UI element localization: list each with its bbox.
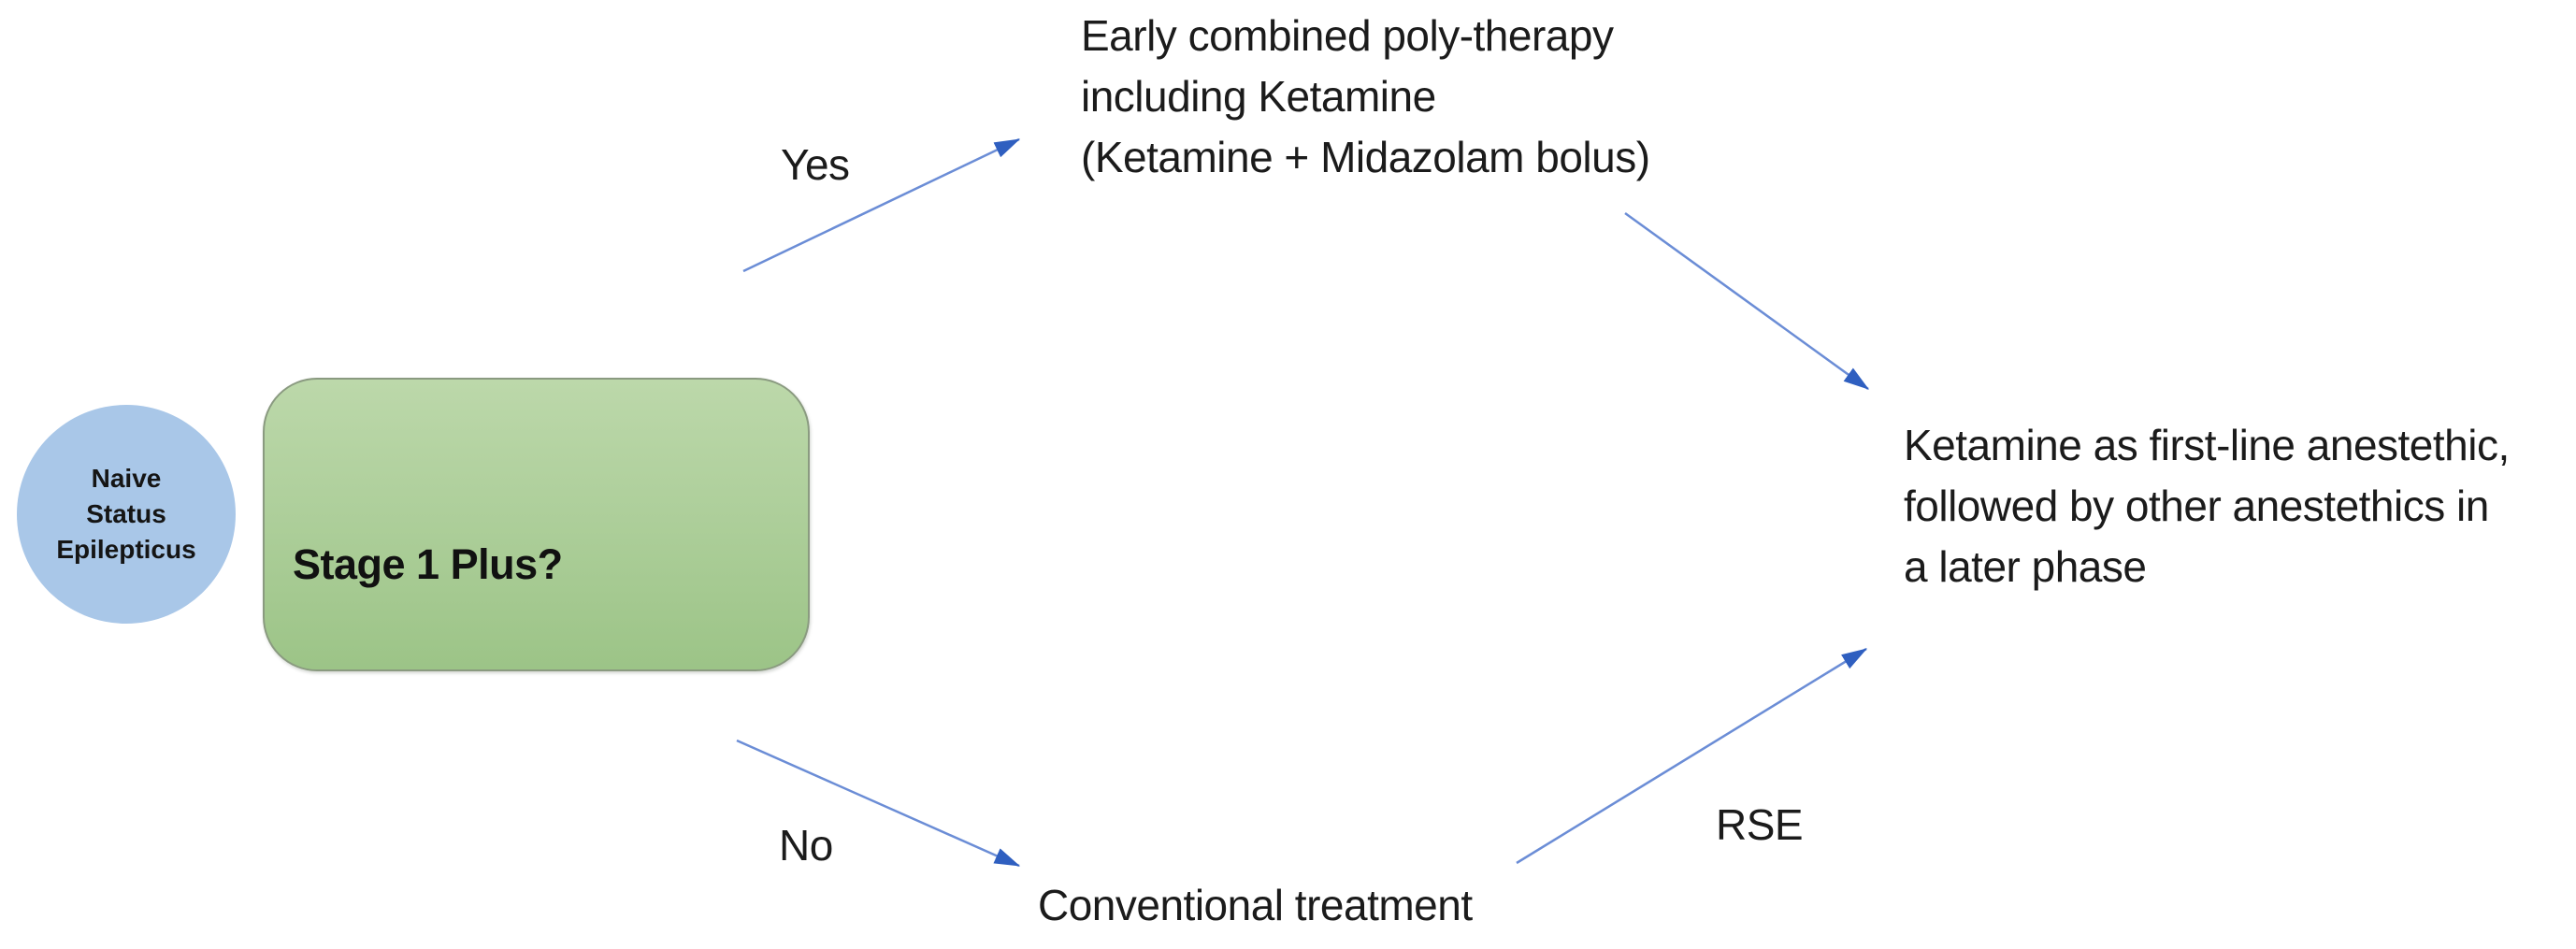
ketamine-first-line-1: Ketamine as first-line anestethic, — [1904, 421, 2510, 469]
poly-therapy-line-3: (Ketamine + Midazolam bolus) — [1081, 133, 1650, 181]
start-node-naive-status-epilepticus: Naive Status Epilepticus — [17, 405, 236, 624]
poly-therapy-line-2: including Ketamine — [1081, 72, 1436, 121]
outcome-ketamine-first-line-text: Ketamine as first-line anestethic, follo… — [1904, 415, 2510, 597]
decision-node-label: Stage 1 Plus? — [293, 540, 563, 588]
ketamine-first-line-2: followed by other anestethics in — [1904, 482, 2489, 530]
poly-therapy-line-1: Early combined poly-therapy — [1081, 11, 1614, 60]
start-node-line-2: Status — [86, 499, 166, 528]
start-node-line-1: Naive — [91, 464, 162, 493]
ketamine-first-line-3: a later phase — [1904, 542, 2147, 591]
rse-arrow — [1516, 647, 1868, 865]
start-node-label: Naive Status Epilepticus — [56, 461, 195, 568]
yes-branch-label: Yes — [781, 140, 850, 189]
start-node-line-3: Epilepticus — [56, 535, 196, 564]
poly-therapy-to-ketamine-arrow — [1624, 211, 1870, 391]
decision-node-stage-1-plus: Stage 1 Plus? — [263, 378, 810, 671]
rse-branch-label: RSE — [1716, 800, 1804, 849]
no-branch-label: No — [779, 821, 833, 870]
outcome-conventional-treatment-text: Conventional treatment — [1038, 881, 1473, 929]
outcome-poly-therapy-text: Early combined poly-therapy including Ke… — [1081, 6, 1650, 188]
